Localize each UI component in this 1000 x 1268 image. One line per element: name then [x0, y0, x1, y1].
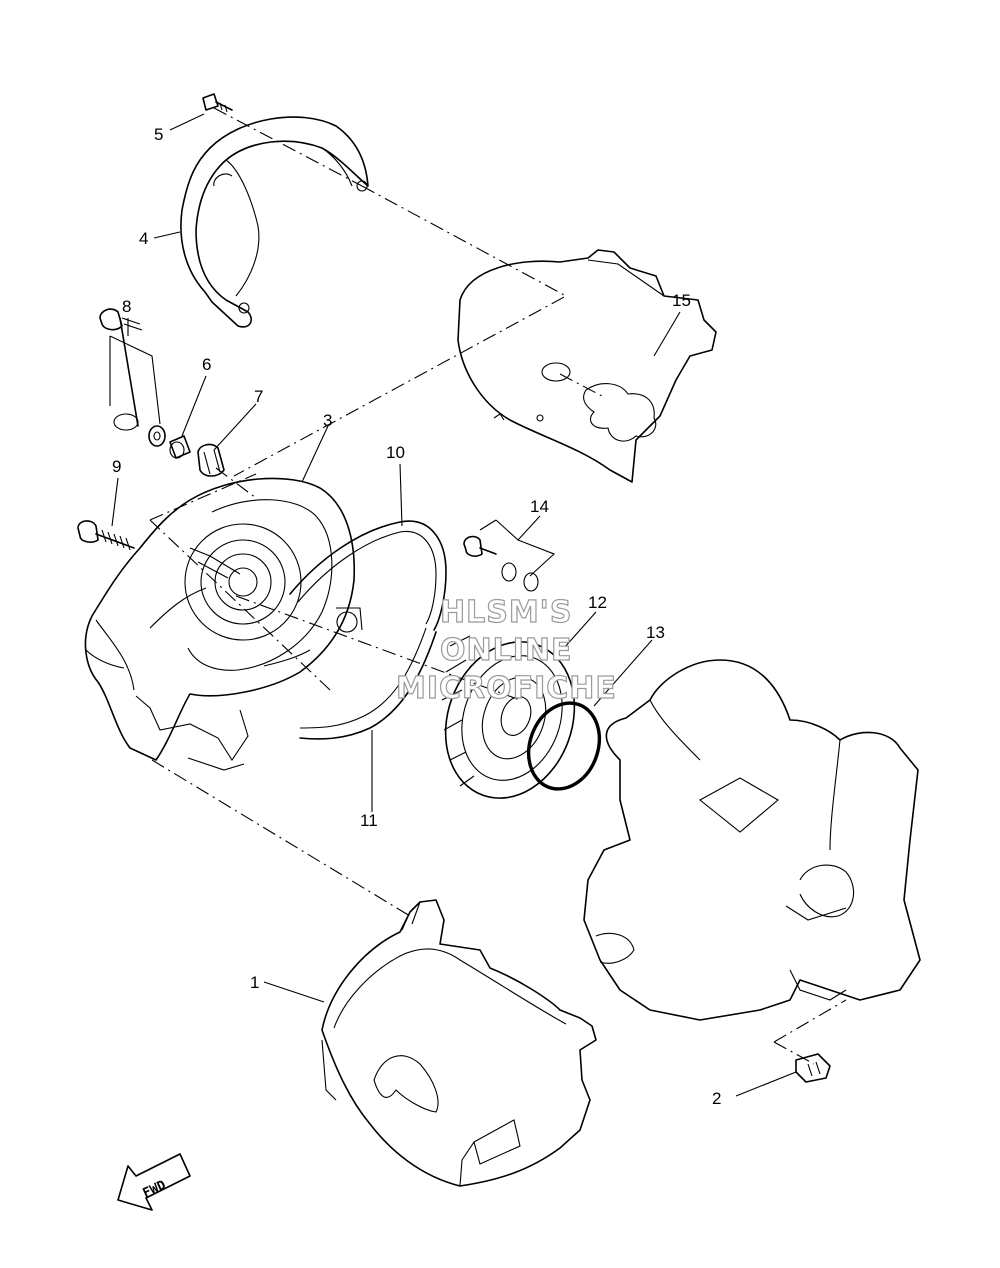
leader-lines: [109, 113, 797, 1097]
watermark-line-3: MICROFICHE: [396, 671, 617, 706]
callout-3: 3: [323, 411, 332, 430]
part-12-cooling-fan: [441, 635, 576, 799]
callout-9: 9: [112, 457, 121, 476]
part-6-collar: [169, 435, 191, 459]
callout-15: 15: [672, 291, 691, 310]
callout-14: 14: [530, 497, 549, 516]
callout-numbers: 1 2 3 4 5 6 7 8 9 10 11 12 13 14 15: [112, 125, 721, 1108]
engine-block: [583, 659, 921, 1021]
part-11-hose: [299, 627, 437, 740]
assembly-lines: [149, 107, 847, 1065]
part-8-washer: [148, 425, 166, 447]
callout-8: 8: [122, 297, 131, 316]
callout-7: 7: [254, 387, 263, 406]
watermark-line-1: HLSM'S: [440, 595, 572, 630]
fwd-arrow-icon: FWD: [117, 1153, 191, 1211]
part-2-clip: [795, 1053, 831, 1083]
part-15-gasket: [457, 249, 717, 483]
callout-12: 12: [588, 593, 607, 612]
watermark: HLSM'S ONLINE MICROFICHE: [395, 594, 617, 706]
part-3-fan-housing: [84, 477, 363, 771]
callout-11: 11: [360, 811, 378, 830]
part-10-hose: [289, 520, 447, 631]
callout-1: 1: [250, 973, 259, 992]
part-5-screw: [202, 93, 233, 113]
watermark-line-2: ONLINE: [440, 633, 573, 668]
callout-2: 2: [712, 1089, 721, 1108]
callout-5: 5: [154, 125, 163, 144]
callout-4: 4: [139, 229, 148, 248]
part-14-bolt: [463, 535, 539, 592]
part-8-bolt: [99, 308, 143, 431]
part-1-lower-shroud: [321, 899, 597, 1187]
callout-13: 13: [646, 623, 665, 642]
callout-6: 6: [202, 355, 211, 374]
part-7-grommet: [197, 443, 225, 477]
part-13-o-ring: [526, 701, 602, 791]
callout-10: 10: [386, 443, 405, 462]
part-9-screw: [77, 520, 135, 551]
part-4-upper-cover: [180, 116, 369, 328]
